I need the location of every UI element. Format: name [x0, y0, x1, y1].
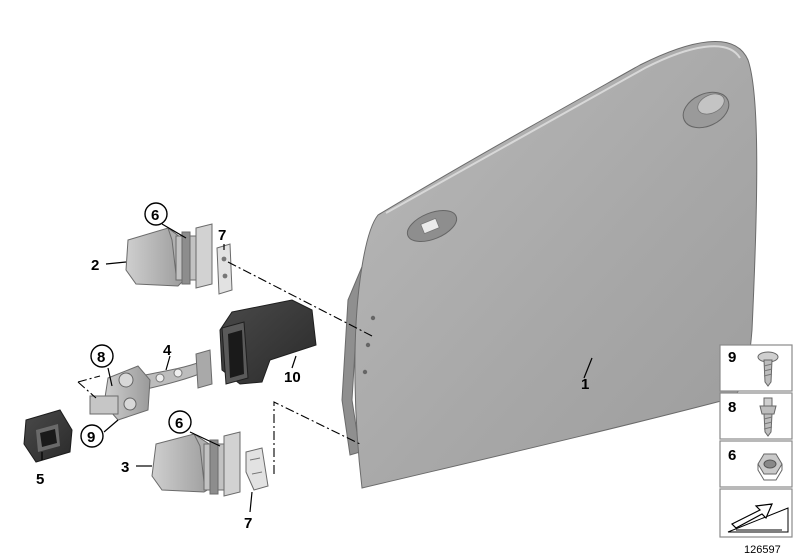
callout-3: 3: [121, 459, 129, 476]
fastener-legend: 9 8 6: [719, 344, 793, 538]
callout-6-lower: 6: [175, 415, 183, 432]
stud-screw-icon: [759, 397, 777, 437]
screw-icon: [757, 351, 779, 387]
handle-recess: [682, 91, 730, 129]
upper-shim: [216, 243, 233, 295]
callout-8-circle: [90, 344, 114, 368]
callout-6-upper-circle: [144, 202, 168, 226]
diagram-id: 126597: [744, 544, 781, 556]
mirror-mount: [406, 210, 458, 242]
leader-lines: [41, 223, 593, 513]
alignment-line-upper: [227, 261, 373, 337]
callout-1: 1: [581, 376, 589, 393]
alignment-line-lower: [273, 401, 361, 474]
legend-label-8: 8: [728, 399, 736, 416]
callout-6-upper: 6: [151, 207, 159, 224]
upper-hinge: [125, 223, 213, 289]
door-check: [89, 349, 213, 421]
alignment-line-check: [77, 375, 101, 399]
callout-6-lower-circle: [168, 410, 192, 434]
callout-7-upper: 7: [218, 227, 226, 244]
hex-nut-icon: [757, 453, 783, 481]
callout-9: 9: [87, 429, 95, 446]
callout-7-lower: 7: [244, 515, 252, 532]
callout-2: 2: [91, 257, 99, 274]
callout-4: 4: [163, 342, 172, 359]
legend-label-6: 6: [728, 447, 736, 464]
arrow-symbol-icon: [727, 503, 789, 533]
grommet: [23, 409, 73, 463]
callout-9-circle: [80, 424, 104, 448]
lower-shim: [245, 447, 269, 491]
lower-hinge: [151, 431, 241, 497]
callout-5: 5: [36, 471, 44, 488]
callout-8: 8: [97, 349, 105, 366]
check-cover: [219, 299, 317, 385]
door-panel: [341, 41, 758, 489]
legend-label-9: 9: [728, 349, 736, 366]
callout-10: 10: [284, 369, 301, 386]
